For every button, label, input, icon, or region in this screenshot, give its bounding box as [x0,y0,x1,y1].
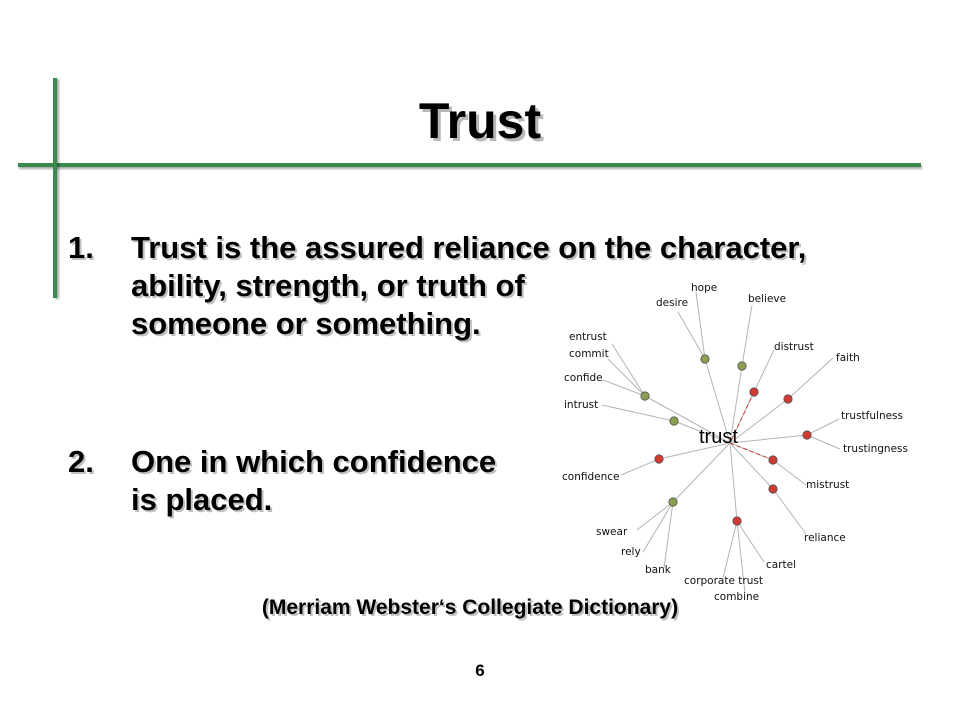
point-2-line-1: One in which confidence [131,444,497,479]
label-faith: faith [836,352,860,364]
node-intrust [669,416,679,426]
dictionary-citation: (Merriam Webster‘s Collegiate Dictionary… [261,596,679,619]
hub-link-reliance [729,442,774,490]
spoke-intrust [601,404,675,422]
spoke-faith [787,357,834,400]
label-desire: desire [656,297,688,309]
label-trustfulness: trustfulness [841,410,903,422]
label-intrust: intrust [564,399,598,411]
node-confidence [654,454,664,464]
spoke-mistrust [772,459,807,486]
node-trustfulness [802,430,812,440]
point-2-line-2: is placed. [131,482,273,517]
point-2-number: 2. [68,444,94,479]
point-1-line-1: Trust is the assured reliance on the cha… [131,230,807,265]
spoke-reliance [772,488,807,535]
hub-link-faith [729,398,789,444]
node-distrust [749,387,759,397]
spoke-hope [695,291,706,360]
label-corporate-trust: corporate trust [684,575,763,587]
spoke-cartel [736,520,765,563]
spoke-desire [677,311,706,360]
node-swear [668,497,678,507]
spoke-corporate-trust [722,520,738,579]
spoke-confide [602,379,646,397]
label-confide: confide [564,372,603,384]
spoke-combine [736,520,746,594]
label-cartel: cartel [766,559,796,571]
node-hope [700,354,710,364]
hub-link-trustfulness [729,434,808,444]
spoke-commit [607,358,646,397]
label-combine: combine [714,591,759,603]
label-commit: commit [569,348,609,360]
hub-link-swear [672,442,731,503]
word-map-center-label: trust [699,426,738,448]
vertical-accent-rule [53,78,57,298]
label-swear: swear [596,526,628,538]
spoke-trustfulness [806,418,840,436]
spoke-confidence [620,458,660,476]
node-entrust [640,391,650,401]
slide-title: Trust [418,93,542,149]
hub-link-confidence [658,442,731,460]
label-hope: hope [691,282,717,294]
node-mistrust [768,455,778,465]
point-1-number: 1. [68,230,94,265]
label-believe: believe [748,293,786,305]
label-mistrust: mistrust [806,479,849,491]
spoke-swear [636,501,674,531]
label-bank: bank [645,564,672,576]
spoke-trustingness [806,434,841,450]
spoke-distrust [753,349,775,393]
node-faith [783,394,793,404]
point-1-line-2: ability, strength, or truth of [131,268,525,303]
hub-link-cartel [729,442,738,522]
label-entrust: entrust [569,331,607,343]
word-map-nodes [640,354,812,526]
antonym-link-distrust [729,391,755,444]
definition-point-2: 2. One in which confidence is placed. [68,443,496,519]
definition-point-1: 1. Trust is the assured reliance on the … [68,229,806,343]
label-distrust: distrust [774,341,814,353]
label-rely: rely [621,546,641,558]
node-reliance [768,484,778,494]
spoke-entrust [611,343,646,397]
antonym-link-mistrust [729,442,774,461]
node-believe [737,361,747,371]
spoke-bank [663,501,674,569]
node-cartel [732,516,742,526]
horizontal-accent-rule [18,163,921,167]
page-number: 6 [475,661,485,680]
hub-link-believe [729,365,743,444]
spoke-rely [642,501,674,553]
hub-link-entrust [644,395,731,444]
hub-link-hope [704,358,731,444]
spoke-believe [741,304,753,367]
label-reliance: reliance [804,532,846,544]
label-trustingness: trustingness [843,443,908,455]
point-1-line-3: someone or something. [131,306,481,341]
label-confidence: confidence [562,471,619,483]
hub-link-intrust [673,420,731,444]
word-map-links [601,291,841,594]
